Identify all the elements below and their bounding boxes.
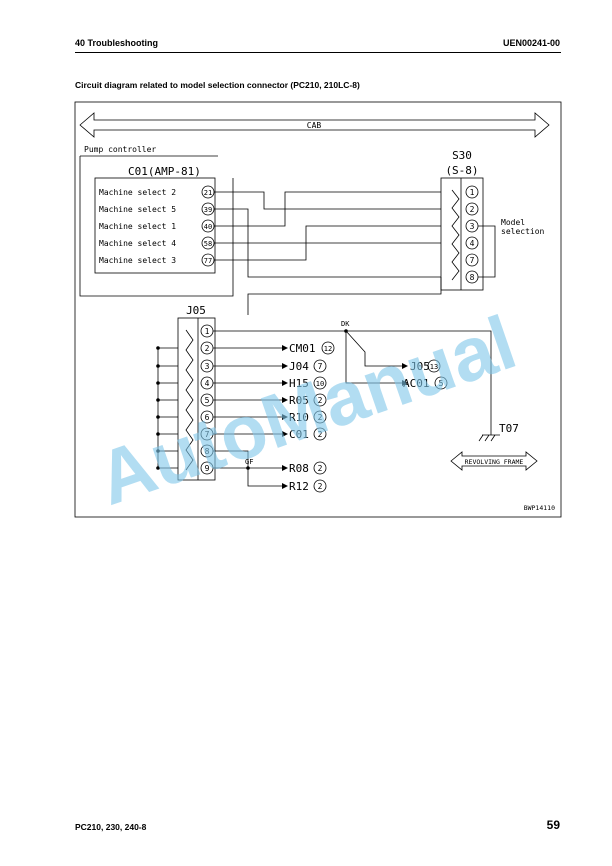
j05-pin-number: 9 — [205, 464, 210, 473]
header-section: 40 Troubleshooting — [75, 38, 159, 48]
figure-code: BWP14110 — [524, 504, 555, 512]
output-pin-number: 10 — [316, 380, 324, 388]
c01-row-label: Machine select 2 — [99, 188, 176, 197]
r10-pin — [313, 410, 327, 424]
output-connector-label: J04 — [289, 360, 309, 373]
s30-pin-number: 8 — [470, 273, 475, 282]
output-pin-number: 2 — [318, 430, 323, 439]
output-connector-label: AC01 — [403, 377, 430, 390]
output-connector-label: H15 — [289, 377, 309, 390]
pump-controller-label: Pump controller — [84, 145, 156, 154]
s30-connector-box — [440, 177, 484, 291]
cab-boundary-arrow — [79, 112, 550, 138]
revolving-frame-label: REVOLVING FRAME — [465, 458, 524, 466]
s30-name: S30 — [452, 149, 472, 162]
c01-row-label: Machine select 5 — [99, 205, 176, 214]
j05-pin-number: 4 — [205, 379, 210, 388]
c01-connector-box — [94, 177, 216, 274]
c01-row-label: Machine select 3 — [99, 256, 176, 265]
c01-pin-number: 39 — [204, 206, 212, 214]
s30-pin-7 — [465, 253, 479, 267]
c01-out-pin — [313, 427, 327, 441]
r12-pin — [313, 479, 327, 493]
j05-13-pin — [427, 359, 441, 373]
ac01-pin — [434, 376, 448, 390]
page-title: Circuit diagram related to model selecti… — [75, 80, 360, 90]
output-pin-number: 2 — [318, 464, 323, 473]
j05-pin-number: 3 — [205, 362, 210, 371]
s30-to-j05-wire — [247, 277, 442, 315]
diagram-frame — [74, 101, 562, 518]
r05-pin — [313, 393, 327, 407]
output-connector-label: CM01 — [289, 342, 316, 355]
j05-pin-number: 7 — [205, 430, 210, 439]
output-connector-label: R05 — [289, 394, 309, 407]
c01-pin-number: 77 — [204, 257, 212, 265]
j04-pin — [313, 359, 327, 373]
footer-models: PC210, 230, 240-8 — [75, 822, 147, 832]
model-selection-label: Model — [501, 218, 525, 227]
model-selection-label: selection — [501, 227, 545, 236]
c01-pin-number: 58 — [204, 240, 212, 248]
c01-s30-wiring — [214, 191, 441, 278]
ground-symbol — [478, 434, 500, 442]
output-connector-label: C01 — [289, 428, 309, 441]
output-connector-label: J05 — [410, 360, 430, 373]
model-selection-bracket — [478, 225, 496, 278]
j05-pin-number: 1 — [205, 327, 210, 336]
c01-row-label: Machine select 4 — [99, 239, 176, 248]
c01-name: C01(AMP-81) — [128, 165, 201, 178]
gf-label: GF — [245, 458, 253, 466]
j05-pin-number: 5 — [205, 396, 210, 405]
s30-pin-number: 2 — [470, 205, 475, 214]
s30-pin-number: 7 — [470, 256, 475, 265]
h15-pin — [313, 376, 327, 390]
cm01-pin — [321, 341, 335, 355]
output-pin-number: 2 — [318, 482, 323, 491]
output-connector-label: R08 — [289, 462, 309, 475]
c01-pin-number: 21 — [204, 189, 212, 197]
cab-label: CAB — [307, 121, 322, 130]
s30-pin-4 — [465, 236, 479, 250]
j05-pin-number: 2 — [205, 344, 210, 353]
pump-controller-outline — [79, 156, 234, 297]
s30-pin-2 — [465, 202, 479, 216]
j05-connector-box — [177, 317, 216, 481]
j05-name: J05 — [186, 304, 206, 317]
header-rule — [75, 52, 561, 53]
s30-pin-number: 4 — [470, 239, 475, 248]
output-pin-number: 2 — [318, 396, 323, 405]
output-pin-number: 12 — [324, 345, 332, 353]
s30-pin-number: 1 — [470, 188, 475, 197]
j05-pin-number: 8 — [205, 447, 210, 456]
output-pin-number: 5 — [439, 379, 444, 388]
header-doc-code: UEN00241-00 — [502, 38, 560, 48]
s30-pin-number: 3 — [470, 222, 475, 231]
ground-label: T07 — [499, 422, 519, 435]
j05-pin1-ground-wire — [213, 330, 492, 435]
j05-output-wires — [213, 347, 282, 435]
j05-pin-number: 6 — [205, 413, 210, 422]
c01-pin-number: 40 — [204, 223, 212, 231]
page-number: 59 — [546, 818, 560, 832]
s30-pin-1 — [465, 185, 479, 199]
dk-label: DK — [341, 320, 350, 328]
revolving-frame-arrow — [450, 451, 538, 471]
output-connector-label: R12 — [289, 480, 309, 493]
output-connector-label: R10 — [289, 411, 309, 424]
output-pin-number: 2 — [318, 413, 323, 422]
c01-row-label: Machine select 1 — [99, 222, 176, 231]
output-pin-number: 13 — [430, 363, 438, 371]
r08-pin — [313, 461, 327, 475]
output-pin-number: 7 — [318, 362, 323, 371]
s30-type: (S-8) — [445, 164, 478, 177]
